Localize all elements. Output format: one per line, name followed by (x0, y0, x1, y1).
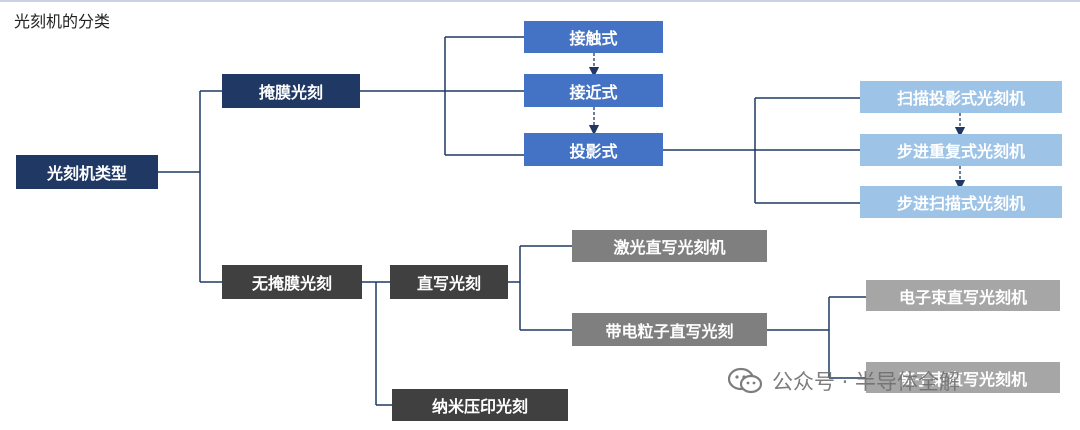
node-ebeam: 电子束直写光刻机 (866, 280, 1060, 311)
connector-particle (767, 296, 866, 379)
node-laser-direct: 激光直写光刻机 (572, 230, 767, 262)
node-ion: 离子束直写光刻机 (866, 362, 1060, 393)
connector-root (158, 90, 222, 283)
page-title: 光刻机的分类 (14, 12, 111, 31)
node-mask: 掩膜光刻 (222, 74, 360, 108)
watermark: 公众号 · 半导体全解 (728, 366, 960, 396)
node-contact: 接触式 (524, 21, 663, 53)
connector-mask (360, 36, 524, 156)
connector-direct (508, 245, 572, 331)
node-direct-write: 直写光刻 (390, 265, 508, 299)
node-root: 光刻机类型 (16, 155, 158, 189)
wechat-icon (728, 367, 762, 394)
top-border (0, 0, 1080, 2)
connector-projection (663, 97, 860, 204)
watermark-text: 公众号 · 半导体全解 (772, 370, 961, 394)
connector-maskless (362, 281, 392, 406)
node-step-repeat: 步进重复式光刻机 (860, 134, 1062, 166)
node-step-scan: 步进扫描式光刻机 (860, 186, 1062, 218)
node-nanoimprint: 纳米压印光刻 (392, 389, 568, 421)
node-projection: 投影式 (524, 133, 663, 166)
node-proximity: 接近式 (524, 74, 663, 107)
node-maskless: 无掩膜光刻 (222, 265, 362, 299)
node-scan-projection: 扫描投影式光刻机 (860, 81, 1062, 113)
node-particle-direct: 带电粒子直写光刻 (572, 313, 767, 346)
